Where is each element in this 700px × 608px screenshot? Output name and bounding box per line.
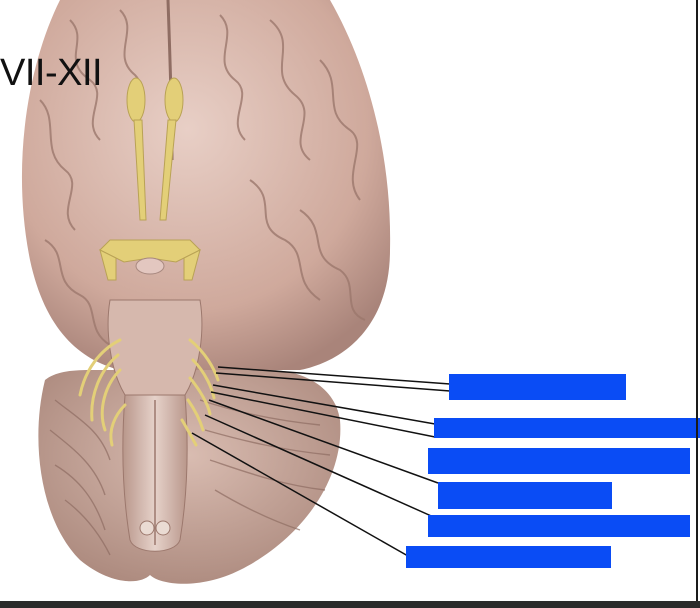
olfactory-and-optic (99, 77, 201, 281)
label-box-3[interactable] (428, 448, 690, 474)
cranial-nerve-fibers (78, 338, 220, 447)
pointer-lines (191, 366, 451, 557)
label-box-6[interactable] (406, 546, 611, 568)
label-box-5[interactable] (428, 515, 690, 537)
label-box-2[interactable] (434, 418, 700, 438)
label-box-1[interactable] (449, 374, 626, 400)
pointer-line-5 (191, 432, 409, 557)
slide-title: VII-XII (0, 52, 103, 94)
slide-right-border (696, 0, 698, 604)
pointer-line-2a (212, 384, 436, 425)
pointer-line-4 (204, 414, 439, 520)
slide-bottom-bar (0, 601, 700, 608)
pointer-line-2b (210, 391, 436, 438)
pointer-line-3 (208, 399, 439, 484)
label-box-4[interactable] (438, 482, 612, 509)
pointer-line-1b (215, 372, 451, 392)
brainstem (107, 299, 203, 552)
pointer-line-1a (217, 366, 451, 385)
pituitary (135, 257, 165, 275)
